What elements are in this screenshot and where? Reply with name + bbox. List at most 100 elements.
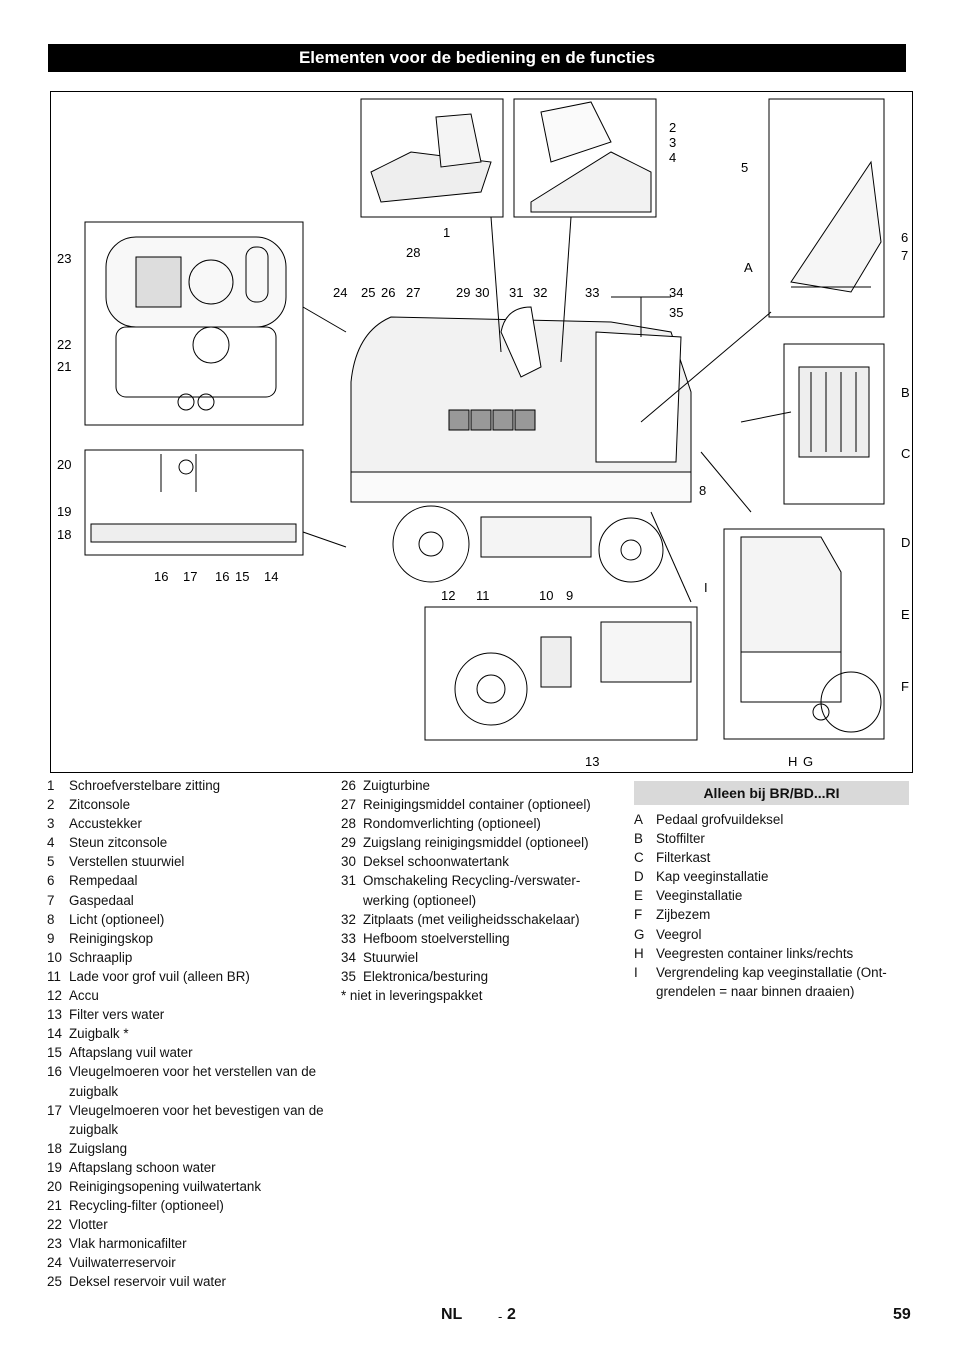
svg-text:3: 3 [669,135,676,150]
legend-item-text: Accustekker [69,816,142,832]
legend-item-number: E [634,888,643,904]
legend-item-text: Aftapslang schoon water [69,1159,216,1175]
legend-item-text: Vleugelmoeren voor het verstellen van de… [69,1064,317,1099]
svg-text:9: 9 [566,588,573,603]
svg-text:17: 17 [183,569,197,584]
legend-item-number: 17 [47,1102,62,1118]
legend-item-text: Zitplaats (met veiligheidsschakelaar) [363,911,580,927]
legend-item-number: 29 [341,835,356,851]
legend-item-number: 3 [47,816,55,832]
legend-item: 10 Schraaplip [47,948,327,967]
legend-item-number: F [634,907,643,923]
legend-item-text: Filter vers water [69,1007,165,1023]
detail-panel-squeegee [84,449,304,556]
svg-text:35: 35 [669,305,683,320]
legend-item-number: 6 [47,873,55,889]
legend-item-text: Vergrendeling kap veeginstallatie (Ont-g… [656,964,887,999]
detail-panel-sweeper [723,528,885,740]
legend-footnote: * niet in leveringspakket [341,988,483,1004]
legend-item-number: D [634,869,644,885]
svg-text:14: 14 [264,569,278,584]
legend-item-text: Veegrol [656,926,702,942]
detail-panel-filter [783,343,885,505]
legend-item-number: 5 [47,854,55,870]
svg-text:12: 12 [441,588,455,603]
svg-text:G: G [803,754,813,769]
legend-item-text: Recycling-filter (optioneel) [69,1198,224,1214]
svg-text:22: 22 [57,337,71,352]
svg-text:D: D [901,535,910,550]
legend-item-number: 31 [341,873,356,889]
detail-panel-tank [84,221,304,426]
legend-item-number: 15 [47,1045,62,1061]
legend-item-text: Accu [69,988,99,1004]
legend-item: 35 Elektronica/besturing [341,967,621,986]
svg-text:A: A [744,260,753,275]
legend-item-text: Zijbezem [656,907,711,923]
legend-item-text: Lade voor grof vuil (alleen BR) [69,968,250,984]
legend-item-number: 21 [47,1198,62,1214]
legend-item-number: B [634,831,643,847]
legend-item-text: Vuilwaterreservoir [69,1255,176,1271]
legend-item-number: 22 [47,1217,62,1233]
svg-text:24: 24 [333,285,347,300]
legend-item-text: Schroefverstelbare zitting [69,778,221,793]
legend-item-number: G [634,926,645,942]
legend-item: 17 Vleugelmoeren voor het bevestigen van … [47,1101,327,1139]
legend-item: 12 Accu [47,986,327,1005]
section-title: Elementen voor de bediening en de functi… [48,44,906,72]
legend-item-text: Elektronica/besturing [363,968,489,984]
legend-item-number: 12 [47,988,62,1004]
svg-text:23: 23 [57,251,71,266]
legend-item-text: Vlak harmonicafilter [69,1236,187,1252]
legend-item: G Veegrol [634,925,910,944]
legend-item-text: Stuurwiel [363,949,419,965]
legend-item-text: Vleugelmoeren voor het bevestigen van de… [69,1102,324,1137]
legend-item-text: Gaspedaal [69,892,134,908]
legend-item-number: 4 [47,835,55,851]
legend-item-text: Veeginstallatie [656,888,743,904]
legend-item-number: 20 [47,1178,62,1194]
legend-item-number: 35 [341,968,356,984]
legend-item-number: 24 [47,1255,62,1271]
legend-item-text: Licht (optioneel) [69,911,165,927]
svg-text:21: 21 [57,359,71,374]
svg-text:33: 33 [585,285,599,300]
legend-item-number: 30 [341,854,356,870]
legend-item-number: 10 [47,949,62,965]
legend-item-text: Zuigbalk * [69,1026,129,1042]
legend-item-number: H [634,945,644,961]
legend-item-text: Schraaplip [69,949,133,965]
legend-item-text: Rondomverlichting (optioneel) [363,816,541,832]
legend-item: 24 Vuilwaterreservoir [47,1253,327,1272]
legend-item: F Zijbezem [634,905,910,924]
legend-item-number: 19 [47,1159,62,1175]
legend-item: E Veeginstallatie [634,886,910,905]
svg-text:8: 8 [699,483,706,498]
legend-item: 19 Aftapslang schoon water [47,1158,327,1177]
svg-text:18: 18 [57,527,71,542]
svg-text:4: 4 [669,150,676,165]
svg-text:6: 6 [901,230,908,245]
